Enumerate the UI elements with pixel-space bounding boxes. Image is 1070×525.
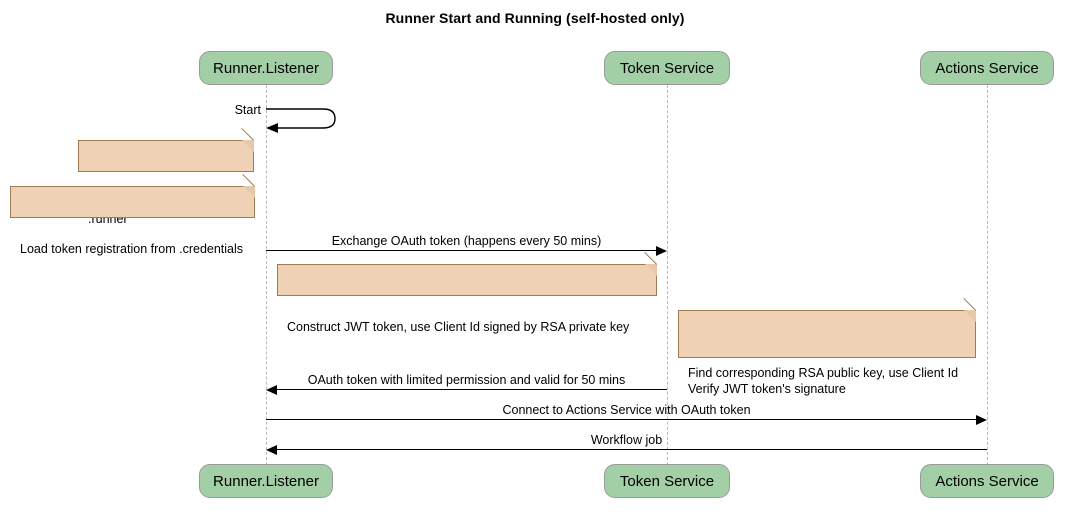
message-exchange-oauth-token-line: [266, 250, 656, 251]
participant-runner-bottom-label: Runner.Listener: [213, 472, 319, 490]
participant-actions-bottom[interactable]: Actions Service: [920, 464, 1054, 498]
note-fold-icon: [243, 186, 255, 198]
participant-token-bottom-label: Token Service: [619, 472, 715, 490]
participant-actions-top[interactable]: Actions Service: [920, 51, 1054, 85]
lifeline-runner: [266, 85, 267, 465]
note-load-config-info: Load config info from .runner: [78, 127, 254, 226]
note-verify-jwt-signature: Find corresponding RSA public key, use C…: [678, 297, 976, 396]
message-connect-to-actions-service-arrowhead: [976, 414, 987, 425]
note-construct-jwt-token: Construct JWT token, use Client Id signe…: [277, 251, 657, 334]
message-oauth-token-response-line: [277, 389, 667, 390]
note-construct-jwt-token-text: Construct JWT token, use Client Id signe…: [287, 320, 630, 334]
message-exchange-oauth-token-arrowhead: [656, 245, 667, 256]
participant-runner-bottom[interactable]: Runner.Listener: [199, 464, 333, 498]
note-load-token-registration: Load token registration from .credential…: [10, 173, 255, 256]
message-workflow-job-line: [277, 449, 987, 450]
note-fold-line: [963, 297, 976, 311]
participant-runner-top-label: Runner.Listener: [213, 59, 319, 77]
message-oauth-token-response-label: OAuth token with limited permission and …: [307, 373, 626, 387]
message-workflow-job-arrowhead: [266, 444, 277, 455]
note-fold-icon: [242, 140, 254, 152]
lifeline-token: [667, 85, 668, 465]
message-connect-to-actions-service-label: Connect to Actions Service with OAuth to…: [502, 403, 751, 417]
message-exchange-oauth-token-label: Exchange OAuth token (happens every 50 m…: [331, 234, 602, 248]
message-oauth-token-response-arrowhead: [266, 384, 277, 395]
message-connect-to-actions-service-line: [266, 419, 976, 420]
participant-token-top-label: Token Service: [619, 59, 715, 77]
lifeline-actions: [987, 85, 988, 465]
note-fold-icon: [964, 310, 976, 322]
participant-token-bottom[interactable]: Token Service: [604, 464, 730, 498]
note-fold-line: [242, 173, 255, 187]
participant-runner-top[interactable]: Runner.Listener: [199, 51, 333, 85]
diagram-title: Runner Start and Running (self-hosted on…: [385, 10, 685, 26]
participant-actions-top-label: Actions Service: [935, 59, 1039, 77]
note-verify-jwt-signature-text: Find corresponding RSA public key, use C…: [688, 366, 959, 396]
participant-token-top[interactable]: Token Service: [604, 51, 730, 85]
note-fold-line: [241, 127, 254, 141]
note-load-token-registration-text: Load token registration from .credential…: [20, 242, 244, 256]
participant-actions-bottom-label: Actions Service: [935, 472, 1039, 490]
message-workflow-job-label: Workflow job: [590, 433, 663, 447]
message-start-label: Start: [234, 103, 261, 117]
note-fold-icon: [645, 264, 657, 276]
message-start-loop: [264, 104, 340, 134]
